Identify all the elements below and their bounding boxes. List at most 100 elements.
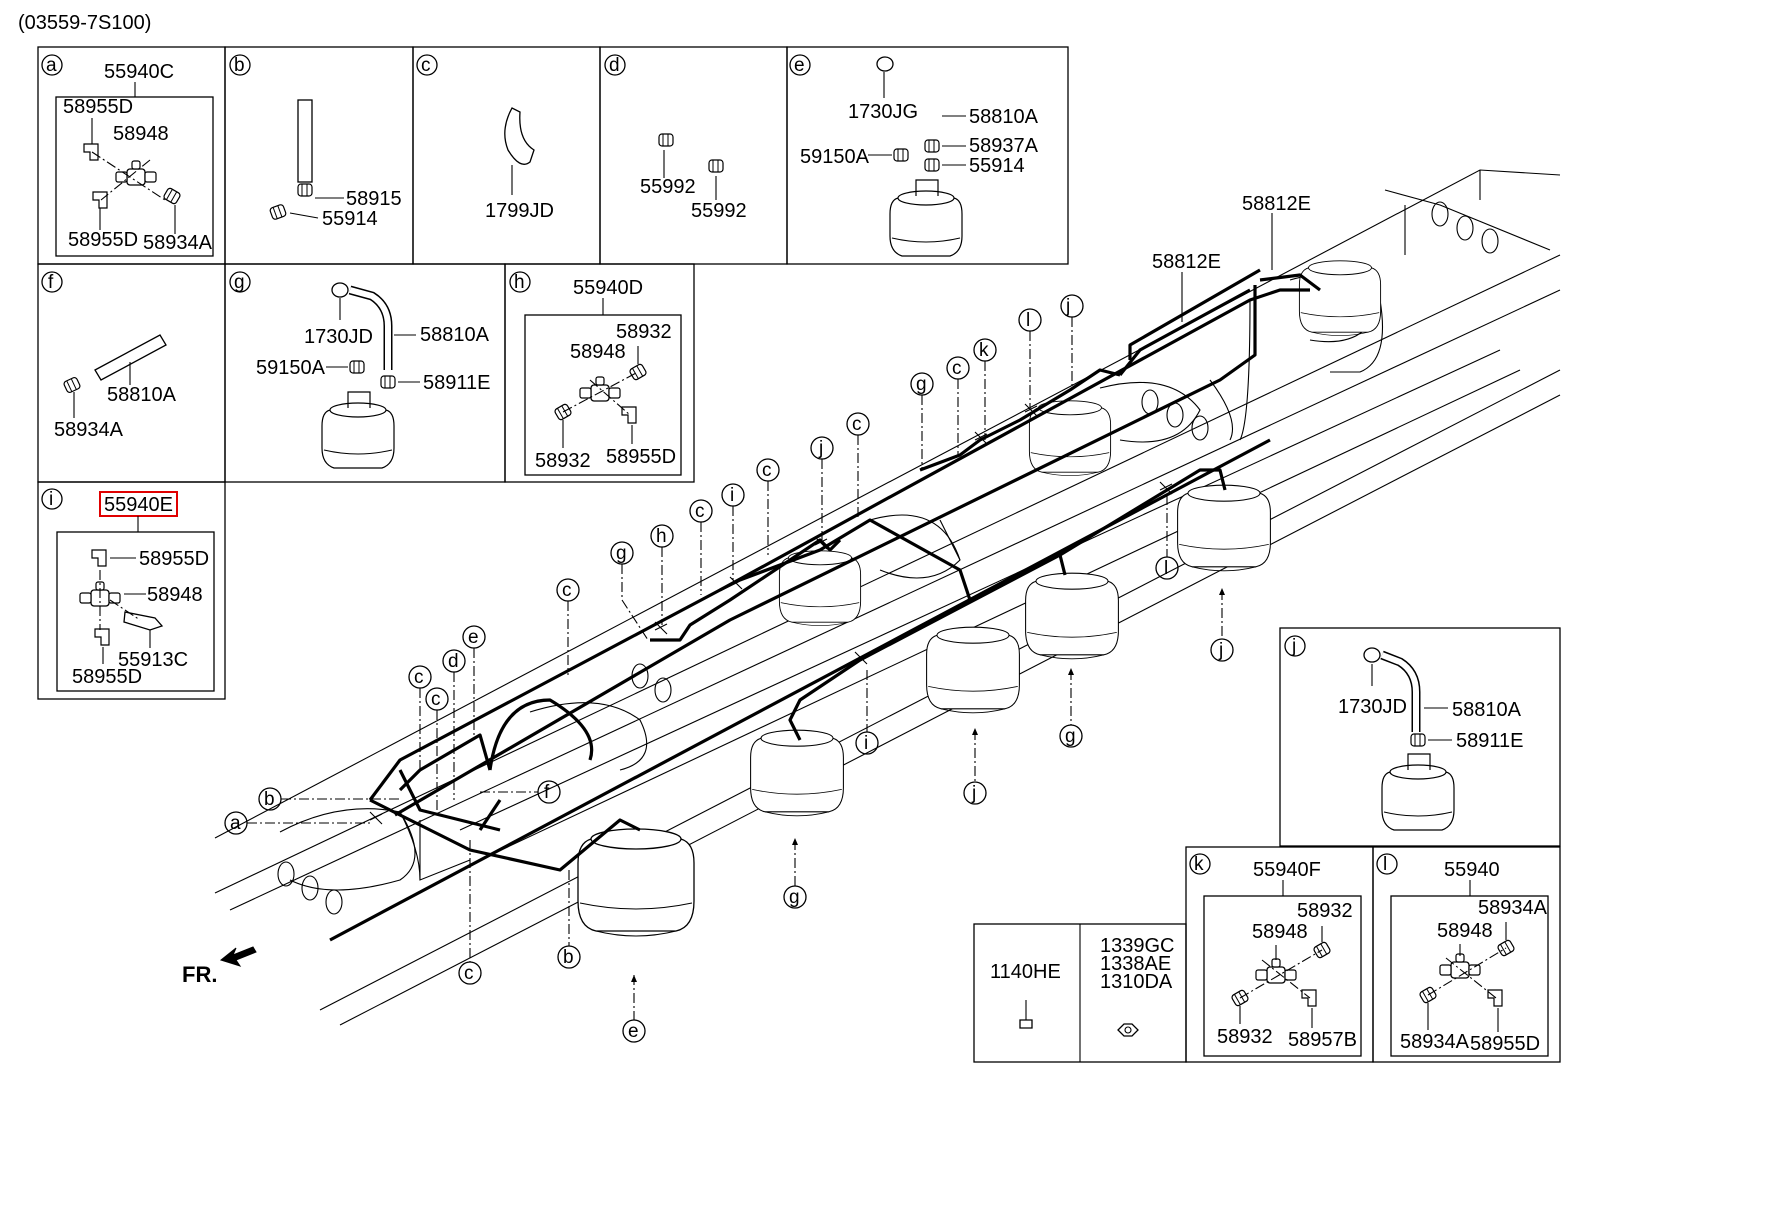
vehicle-frame — [214, 169, 1561, 1026]
callout-c: c — [464, 963, 474, 984]
main-callouts: j l k c g c j c i c h g c e d c c b — [224, 294, 1234, 1043]
callout-e: e — [468, 627, 479, 648]
front-arrow-icon — [219, 946, 257, 967]
callout-l: l — [1026, 310, 1030, 331]
pipe-fittings — [369, 403, 1173, 825]
part-number: 58932 — [1297, 900, 1353, 922]
callout-c: c — [414, 667, 424, 688]
part-number: 1730JG — [848, 101, 918, 123]
panel-b: b 58915 55914 — [224, 46, 414, 265]
panel-f: f 58810A 58934A — [37, 263, 226, 483]
air-bag-3 — [926, 626, 1020, 714]
part-number: 59150A — [800, 146, 870, 168]
nut-code-2: 1338AE — [1100, 953, 1171, 975]
callout-f: f — [544, 782, 550, 803]
panel-l: l 55940 58934A 58948 58934A 58955D — [1372, 846, 1561, 1063]
part-number: 58948 — [1437, 920, 1493, 942]
nut-code-1: 1339GC — [1100, 935, 1175, 957]
part-number: 58915 — [346, 188, 402, 210]
panel-key-letter: l — [1383, 854, 1387, 875]
part-number: 58932 — [616, 321, 672, 343]
callout-d: d — [448, 651, 459, 672]
part-number: 58934A — [1400, 1031, 1470, 1053]
panel-c: c 1799JD — [412, 46, 601, 265]
callout-j: j — [818, 438, 823, 459]
part-number: 1730JD — [304, 326, 373, 348]
air-pipe-routing — [329, 268, 1321, 942]
panel-key-letter: a — [46, 55, 57, 76]
panel-a: a 55940C 58955D 58948 58955D 58934A — [37, 46, 226, 265]
part-number: 55992 — [691, 200, 747, 222]
assy-code: 55940 — [1444, 859, 1500, 881]
hose-label-upper: 58812E — [1242, 193, 1311, 215]
part-number: 58955D — [139, 548, 209, 570]
callout-g: g — [616, 543, 627, 564]
assy-code-highlighted: 55940E — [104, 494, 173, 516]
callout-c: c — [695, 501, 705, 522]
panel-key-letter: e — [794, 55, 805, 76]
callout-c: c — [952, 358, 962, 379]
callout-k: k — [979, 340, 989, 361]
callout-c: c — [562, 580, 572, 601]
air-bag-2 — [750, 729, 844, 817]
callout-e: e — [628, 1021, 639, 1042]
part-number: 58955D — [68, 229, 138, 251]
panel-d: d 55992 55992 — [599, 46, 788, 265]
panel-key-letter: k — [1194, 854, 1204, 875]
panel-k: k 55940F 58932 58948 58932 58957B — [1185, 846, 1374, 1063]
part-number: 58948 — [147, 584, 203, 606]
part-number: 58810A — [1452, 699, 1522, 721]
panel-key-letter: d — [609, 55, 620, 76]
part-number: 58955D — [63, 96, 133, 118]
panel-key-letter: j — [1291, 636, 1296, 657]
part-number: 58955D — [1470, 1033, 1540, 1055]
callout-b: b — [563, 947, 574, 968]
drawing-reference: (03559-7S100) — [18, 12, 151, 34]
part-number: 58937A — [969, 135, 1039, 157]
callout-c: c — [431, 689, 441, 710]
front-label: FR. — [182, 962, 217, 987]
nut-code-3: 1310DA — [1100, 971, 1173, 993]
assy-code: 55940D — [573, 277, 643, 299]
panel-e: e 1730JG 58810A 58937A 59150A 55914 — [786, 46, 1069, 265]
bolt-code: 1140HE — [990, 961, 1061, 983]
callout-c: c — [762, 460, 772, 481]
air-bag-rear-3 — [1298, 260, 1382, 337]
callout-j: j — [971, 783, 976, 804]
part-number: 55992 — [640, 176, 696, 198]
assy-code: 55940C — [104, 61, 174, 83]
panel-key-letter: i — [49, 489, 53, 510]
part-number: 58911E — [423, 372, 490, 394]
part-number: 55913C — [118, 649, 188, 671]
panel-key-letter: c — [421, 55, 431, 76]
part-number: 58934A — [1478, 897, 1548, 919]
callout-h: h — [656, 526, 667, 547]
callout-l: l — [1164, 558, 1168, 579]
air-bag-4 — [1025, 572, 1119, 660]
panel-key-letter: g — [234, 272, 245, 293]
air-bag-front-left — [577, 828, 695, 937]
part-number: 58948 — [113, 123, 169, 145]
panel-i: i 55940E 58955D 58948 55913C 58955D — [37, 481, 226, 700]
callout-c: c — [852, 414, 862, 435]
part-number: 58934A — [54, 419, 124, 441]
panel-key-letter: b — [234, 55, 245, 76]
hose-label-lower: 58812E — [1152, 251, 1221, 273]
callout-g: g — [916, 374, 927, 395]
air-bag-5 — [1177, 484, 1271, 572]
panel-h: h 55940D 58932 58948 58932 58955D — [504, 263, 695, 483]
callout-a: a — [230, 813, 241, 834]
callout-b: b — [264, 789, 275, 810]
part-number: 55914 — [322, 208, 378, 230]
part-number: 58955D — [72, 666, 142, 688]
panel-bolts: 1140HE 1339GC 1338AE 1310DA — [973, 923, 1187, 1063]
panel-g: g 1730JD 58810A 59150A 58911E — [224, 263, 506, 483]
assy-code: 55940F — [1253, 859, 1321, 881]
part-number: 58948 — [1252, 921, 1308, 943]
part-number: 58955D — [606, 446, 676, 468]
part-number: 1730JD — [1338, 696, 1407, 718]
panel-j: j 1730JD 58810A 58911E — [1279, 627, 1561, 847]
callout-g: g — [1065, 726, 1076, 747]
part-number: 58934A — [143, 232, 213, 254]
